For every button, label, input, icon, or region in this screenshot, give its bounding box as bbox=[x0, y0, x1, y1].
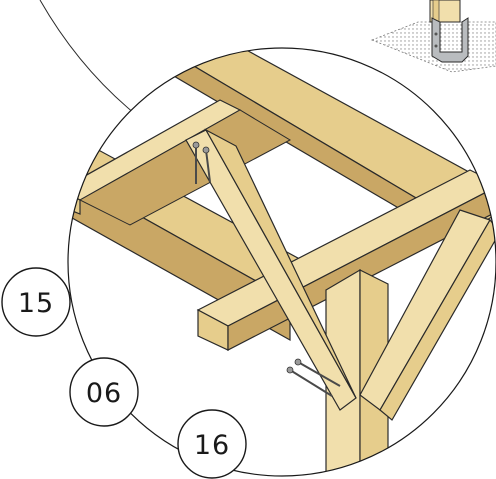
cross-joist bbox=[68, 99, 292, 226]
callout-label: 16 bbox=[194, 430, 230, 461]
callout-15: 15 bbox=[1, 267, 71, 337]
leader-line bbox=[39, 0, 141, 119]
screws-top bbox=[192, 141, 211, 184]
post-base-bracket bbox=[431, 17, 469, 63]
diagonal-brace-left bbox=[185, 128, 357, 411]
callout-16: 16 bbox=[177, 409, 247, 479]
callout-label: 06 bbox=[86, 378, 122, 409]
post-base-overview bbox=[370, 0, 496, 73]
callout-06: 06 bbox=[69, 357, 139, 427]
callout-label: 15 bbox=[18, 288, 54, 319]
screws-bottom bbox=[286, 358, 341, 397]
detail-circle-outline bbox=[67, 47, 496, 477]
detail-view-content bbox=[68, 48, 496, 476]
diagonal-brace-right bbox=[359, 209, 496, 421]
